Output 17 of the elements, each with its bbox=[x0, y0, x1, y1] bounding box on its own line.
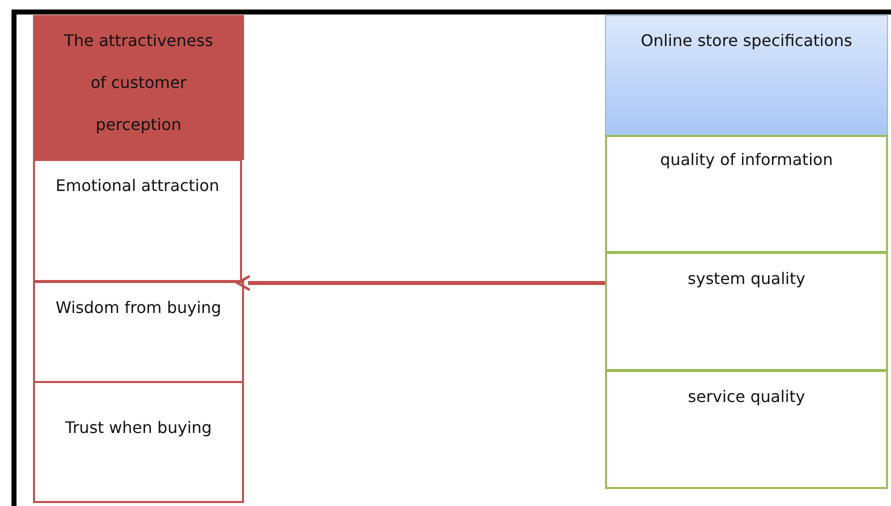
arrow bbox=[236, 275, 605, 291]
item-box bbox=[605, 252, 888, 371]
item-box bbox=[605, 135, 888, 253]
item-text: Trust when buying bbox=[64, 417, 213, 439]
header-box bbox=[33, 15, 244, 160]
item-box bbox=[33, 381, 244, 503]
header-text: The attractiveness of customer perception bbox=[62, 30, 214, 136]
item-text: quality of information bbox=[659, 149, 834, 171]
item-text: Emotional attraction bbox=[54, 175, 220, 197]
header-box bbox=[605, 15, 888, 136]
item-box bbox=[33, 281, 244, 383]
item-text: system quality bbox=[686, 268, 806, 290]
item-box bbox=[33, 159, 242, 282]
item-text: service quality bbox=[686, 386, 806, 408]
item-text: Wisdom from buying bbox=[54, 297, 222, 319]
item-box bbox=[605, 370, 888, 489]
header-text: Online store specifications bbox=[640, 30, 854, 52]
